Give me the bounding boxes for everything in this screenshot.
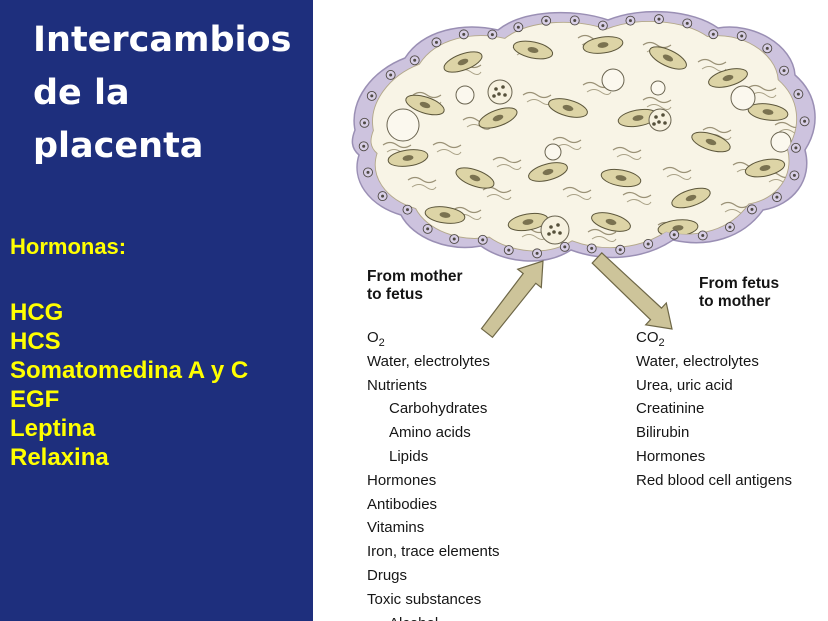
list-item-label: Water, electrolytes	[636, 352, 759, 370]
list-item-label: O	[367, 329, 379, 346]
list-item-label: Hormones	[636, 447, 706, 465]
list-item-label: Drugs	[367, 566, 408, 584]
title-line: placenta	[33, 126, 204, 166]
list-item: Nutrients	[367, 377, 500, 401]
hormone-label: HCG	[10, 299, 64, 326]
list-item-label: Alcohol	[389, 615, 438, 621]
arrow-fetus-to-mother	[591, 252, 673, 330]
list-item-label: Red blood cell antigens	[636, 471, 792, 489]
label-line: to fetus	[367, 286, 423, 303]
list-item-label: Creatinine	[636, 400, 705, 418]
hormone-item: HCS	[10, 327, 248, 356]
list-item: Water, electrolytes	[367, 353, 500, 377]
list-item: Carbohydrates	[367, 400, 500, 424]
list-item: Vitamins	[367, 519, 500, 543]
list-item: Hormones	[636, 448, 792, 472]
list-item: Hormones	[367, 472, 500, 496]
list-item-label: Carbohydrates	[389, 400, 488, 418]
list-item-label: Lipids	[389, 447, 429, 465]
list-item-label: Bilirubin	[636, 424, 690, 442]
list-item: Toxic substances	[367, 591, 500, 615]
hormone-item: HCG	[10, 298, 248, 327]
placenta-cells	[382, 34, 797, 245]
label-line: to mother	[699, 293, 771, 310]
hormone-item: EGF	[10, 385, 248, 414]
list-item-label: Vitamins	[367, 519, 425, 537]
placenta-rim-cells	[358, 14, 810, 259]
list-item: O2	[367, 329, 500, 353]
list-item: Drugs	[367, 567, 500, 591]
list-item: Iron, trace elements	[367, 543, 500, 567]
left-panel: Intercambios de la placenta Hormonas: HC…	[0, 0, 313, 621]
label-from-mother-to-fetus: From mother to fetus	[367, 268, 463, 304]
list-item: Alcohol	[367, 615, 500, 621]
list-item-label: Urea, uric acid	[636, 376, 733, 394]
list-item-label: Toxic substances	[367, 590, 482, 608]
list-item-label: Iron, trace elements	[367, 543, 500, 561]
label-from-fetus-to-mother: From fetus to mother	[699, 275, 779, 311]
hormones-heading: Hormonas:	[10, 234, 127, 259]
subscript: 2	[658, 337, 665, 349]
list-item: Antibodies	[367, 496, 500, 520]
hormone-label: HCS	[10, 328, 61, 355]
list-item: Lipids	[367, 448, 500, 472]
slide-title: Intercambios de la placenta	[33, 14, 291, 173]
list-item-label: Antibodies	[367, 495, 438, 513]
hormone-label: Leptina	[10, 415, 96, 442]
list-item-label: Water, electrolytes	[367, 352, 490, 370]
list-item: Urea, uric acid	[636, 377, 792, 401]
hormone-item: Relaxina	[10, 443, 248, 472]
hormone-label: Somatomedina A y C	[10, 357, 249, 384]
hormone-item: Leptina	[10, 414, 248, 443]
hormone-item: Somatomedina A y C	[10, 356, 248, 385]
label-line: From mother	[367, 268, 463, 285]
placenta-illustration	[351, 10, 816, 339]
list-item: Amino acids	[367, 424, 500, 448]
list-item-label: Hormones	[367, 471, 437, 489]
list-item: Red blood cell antigens	[636, 472, 792, 496]
title-line: Intercambios	[33, 20, 292, 60]
list-item-label: Amino acids	[389, 424, 471, 442]
list-item: Creatinine	[636, 400, 792, 424]
subscript: 2	[378, 337, 385, 349]
diagram-panel: From mother to fetus From fetus to mothe…	[313, 0, 828, 621]
list-item: CO2	[636, 329, 792, 353]
hormone-label: Relaxina	[10, 444, 109, 471]
list-item: Water, electrolytes	[636, 353, 792, 377]
list-item-label: Nutrients	[367, 376, 428, 394]
title-line: de la	[33, 73, 130, 113]
arrow-mother-to-fetus	[480, 260, 544, 339]
list-item-label: CO	[636, 329, 659, 346]
hormone-label: EGF	[10, 386, 60, 413]
label-line: From fetus	[699, 275, 780, 292]
list-item: Bilirubin	[636, 424, 792, 448]
